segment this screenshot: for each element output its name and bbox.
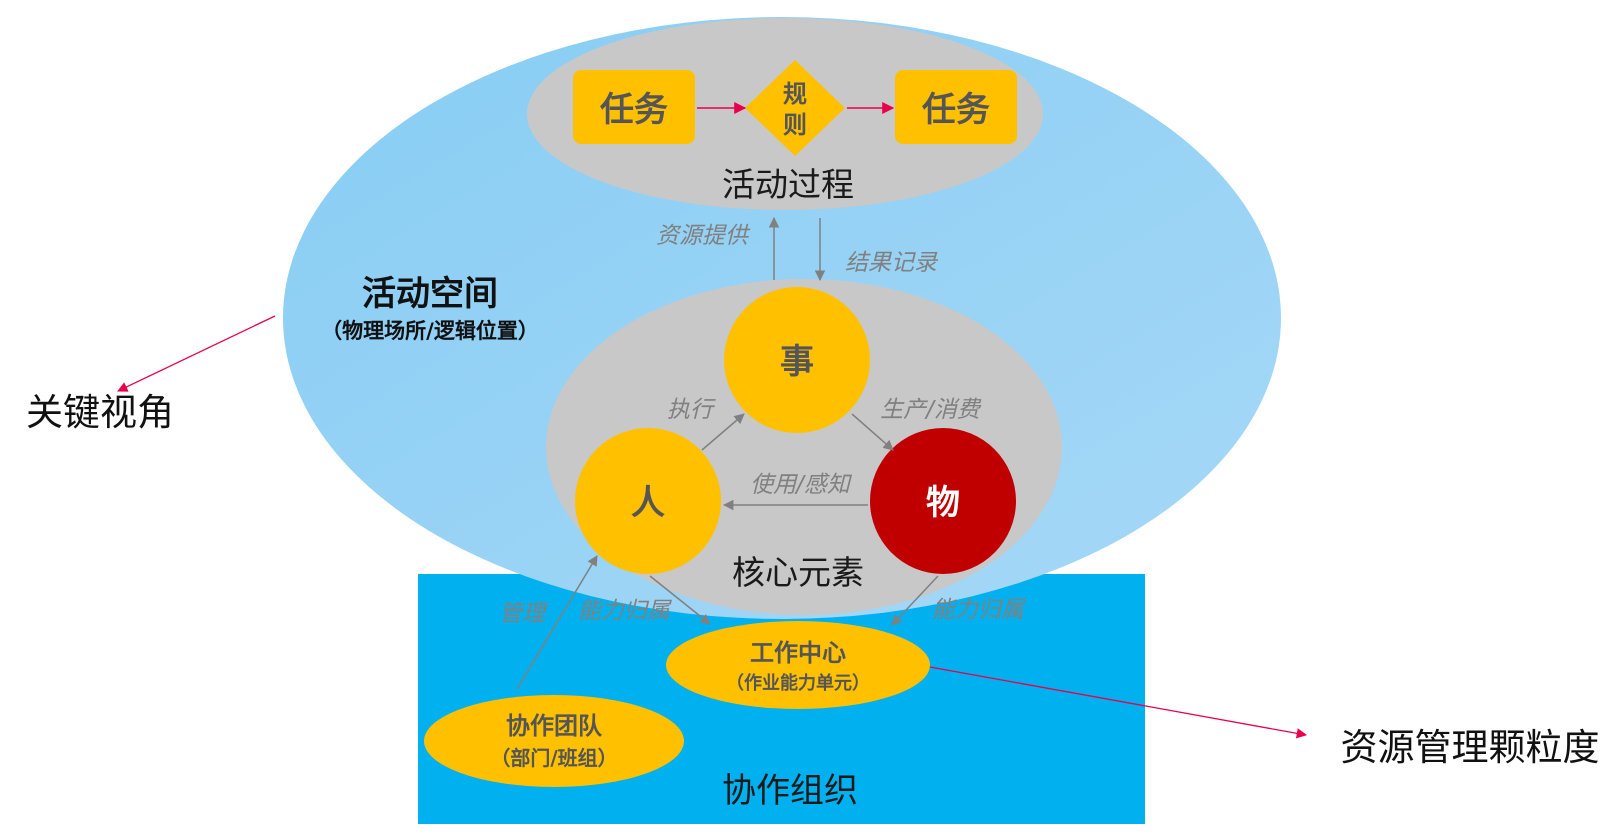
produce-consume-label: 生产/消费 bbox=[880, 397, 982, 423]
granularity-label: 资源管理颗粒度 bbox=[1341, 726, 1600, 769]
manage-label: 管理 bbox=[499, 601, 548, 627]
rule-diamond bbox=[745, 60, 845, 156]
team-ellipse bbox=[424, 695, 684, 787]
rule-label-line2: 则 bbox=[783, 111, 807, 139]
person-circle bbox=[575, 428, 721, 574]
team-title: 协作团队 bbox=[506, 712, 603, 740]
object-circle bbox=[870, 428, 1016, 574]
execute-label: 执行 bbox=[667, 397, 716, 423]
capability-left-arrow bbox=[649, 575, 711, 625]
work-center-subtitle: （作业能力单元） bbox=[726, 672, 870, 694]
core-elements-label: 核心元素 bbox=[732, 553, 864, 592]
result-record-label: 结果记录 bbox=[845, 250, 939, 276]
key-perspective-label: 关键视角 bbox=[26, 391, 174, 434]
execute-arrow bbox=[701, 413, 745, 451]
resource-supply-label: 资源提供 bbox=[656, 223, 751, 249]
capability-right-arrow bbox=[891, 575, 939, 626]
person-label: 人 bbox=[631, 483, 665, 523]
produce-consume-arrow bbox=[851, 413, 894, 451]
thing-circle bbox=[724, 287, 870, 433]
object-label: 物 bbox=[926, 483, 960, 523]
use-perceive-label: 使用/感知 bbox=[750, 472, 853, 498]
task-left-label: 任务 bbox=[600, 90, 668, 130]
team-subtitle: （部门/班组） bbox=[490, 746, 617, 770]
collaboration-org-label: 协作组织 bbox=[722, 771, 858, 811]
work-center-title: 工作中心 bbox=[750, 639, 846, 667]
rule-label-line1: 规 bbox=[783, 80, 807, 108]
work-center-ellipse bbox=[666, 621, 930, 709]
manage-arrow bbox=[516, 555, 598, 690]
task-box-left bbox=[573, 70, 695, 144]
task-right-label: 任务 bbox=[922, 90, 990, 130]
capability-right-label: 能力归属 bbox=[932, 597, 1026, 623]
activity-process-label: 活动过程 bbox=[722, 165, 854, 204]
granularity-arrow bbox=[929, 666, 1308, 739]
key-perspective-arrow bbox=[117, 315, 276, 392]
activity-space-subtitle: （物理场所/逻辑位置） bbox=[321, 319, 539, 343]
thing-label: 事 bbox=[780, 342, 814, 382]
activity-space-title: 活动空间 bbox=[362, 274, 498, 314]
capability-left-label: 能力归属 bbox=[578, 598, 672, 624]
task-box-right bbox=[895, 70, 1017, 144]
